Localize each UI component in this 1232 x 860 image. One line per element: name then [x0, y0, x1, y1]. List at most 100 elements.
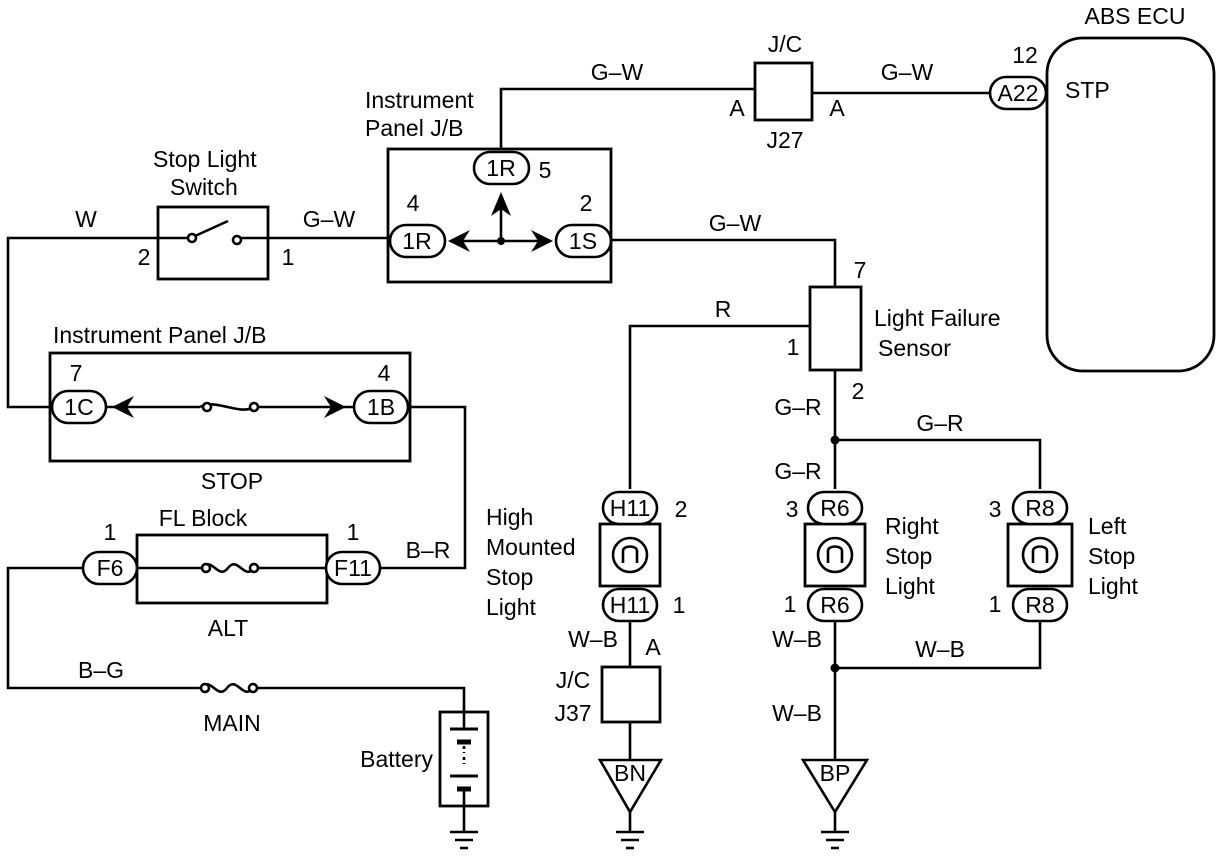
arrow-left-icon: [112, 396, 134, 418]
alt-fuse-label: ALT: [208, 615, 248, 641]
ipjb-top-title-2: Panel J/B: [365, 115, 463, 141]
wire-r-lfs-hmsl: [628, 324, 810, 489]
wire-label-br: B–R: [406, 537, 451, 563]
hmsl-pin-top: 2: [675, 496, 688, 522]
wire-label-wb-right: W–B: [772, 626, 822, 652]
fl-block-title: FL Block: [159, 505, 248, 531]
hmsl-label-1: High: [486, 504, 533, 530]
wire-label-gr-branch: G–R: [916, 410, 963, 436]
rsl-label-2: Stop: [885, 543, 932, 569]
ground-icon: [616, 830, 644, 850]
ipjb-bottom-pin-right: 4: [378, 360, 391, 386]
wire-labels: G–W G–W W G–W G–W R G–R G–R G–R B–R B–G …: [75, 59, 965, 726]
hmsl-pin-bottom: 1: [673, 592, 686, 618]
wire-f6-bg: [6, 566, 201, 690]
ipjb-bottom-pin-left: 7: [70, 360, 83, 386]
lsl-label-1: Left: [1088, 513, 1127, 539]
wire-w-switch: [6, 236, 158, 409]
lfs-title-2: Sensor: [878, 335, 951, 361]
j37-id: J37: [554, 700, 591, 726]
ipjb-top-conn-top: 1R: [486, 155, 515, 181]
main-fusible-link: MAIN: [199, 682, 261, 736]
switch-title-1: Stop Light: [153, 146, 257, 172]
wire-label-wb-ground: W–B: [772, 700, 822, 726]
ground-bn: BN: [597, 758, 664, 850]
ipjb-bottom-conn-right: 1B: [367, 394, 395, 420]
lfs-pin-top: 7: [854, 257, 867, 283]
arrow-right-icon: [531, 230, 553, 252]
wire-label-wb-hmsl: W–B: [568, 626, 618, 652]
j27-pin-right: A: [829, 95, 845, 121]
rsl-conn-bottom: R6: [820, 592, 849, 618]
j27-title: J/C: [768, 31, 803, 57]
right-stop-light: R6 3 R6 1 Right Stop Light: [784, 490, 939, 623]
fl-pin-right: 1: [347, 519, 360, 545]
battery-label: Battery: [360, 746, 433, 772]
fl-block: FL Block F6 1 F11 1 ALT: [81, 505, 382, 641]
wire-label-wb-branch: W–B: [915, 636, 965, 662]
hmsl-label-3: Stop: [486, 564, 533, 590]
abs-ecu-connector: A22: [998, 80, 1039, 106]
ipjb-top-conn-left: 1R: [402, 228, 431, 254]
switch-pin-left: 2: [138, 244, 151, 270]
junction-connector-j27: J/C A A J27: [729, 31, 845, 153]
wire-label-gr-out: G–R: [774, 394, 821, 420]
j27-pin-left: A: [729, 95, 745, 121]
ground-icon: [821, 830, 849, 850]
hmsl-label-2: Mounted: [486, 534, 576, 560]
ground-icon: [450, 830, 478, 850]
instrument-panel-jb-top: Instrument Panel J/B 1R 5 1R 4 1S 2: [365, 87, 613, 284]
battery: Battery: [360, 710, 490, 808]
left-stop-light: R8 3 R8 1 Left Stop Light: [989, 490, 1138, 623]
lsl-conn-top: R8: [1025, 495, 1054, 521]
wire-bg-battery: [257, 686, 466, 712]
lsl-pin-top: 3: [989, 496, 1002, 522]
splice-gr: [830, 435, 840, 445]
j37-pin: A: [645, 634, 661, 660]
fl-pin-left: 1: [104, 519, 117, 545]
lfs-pin-bottom: 2: [852, 378, 865, 404]
lsl-pin-bottom: 1: [989, 591, 1002, 617]
arrow-right-icon: [324, 396, 346, 418]
hmsl-conn-top: H11: [610, 495, 651, 521]
hmsl-conn-bottom: H11: [610, 592, 651, 618]
stop-light-switch: Stop Light Switch 2 1: [138, 146, 295, 281]
wire-label-gw-switch: G–W: [303, 206, 356, 232]
switch-pin-right: 1: [282, 244, 295, 270]
wire-label-w: W: [75, 206, 97, 232]
arrow-up-icon: [491, 192, 511, 216]
lsl-label-2: Stop: [1088, 543, 1135, 569]
instrument-panel-jb-bottom: Instrument Panel J/B 1C 7 1B 4 STOP: [48, 322, 412, 494]
wire-label-gw-lfs: G–W: [709, 210, 762, 236]
lsl-label-3: Light: [1088, 573, 1138, 599]
ipjb-top-pin-right: 2: [580, 190, 593, 216]
wire-gw-jb-lfs: [611, 238, 837, 287]
abs-ecu-terminal: STP: [1065, 77, 1110, 103]
j27-id: J27: [766, 127, 803, 153]
lsl-conn-bottom: R8: [1025, 592, 1054, 618]
abs-ecu-pin: 12: [1012, 42, 1038, 68]
stop-fuse-label: STOP: [201, 468, 263, 494]
j37-title: J/C: [556, 667, 591, 693]
fl-conn-left: F6: [97, 555, 124, 581]
wire-label-gr-rsl: G–R: [774, 458, 821, 484]
wire-gr-branch-left: [835, 438, 1042, 489]
ipjb-top-conn-right: 1S: [569, 228, 597, 254]
abs-ecu: ABS ECU 12 A22 STP: [988, 3, 1216, 373]
switch-title-2: Switch: [170, 174, 238, 200]
rsl-label-3: Light: [885, 573, 935, 599]
lfs-title-1: Light Failure: [874, 305, 1001, 331]
rsl-pin-bottom: 1: [784, 591, 797, 617]
arrow-left-icon: [448, 230, 470, 252]
abs-ecu-title: ABS ECU: [1085, 3, 1186, 29]
wires: [6, 87, 1042, 832]
ipjb-top-pin-top: 5: [539, 157, 552, 183]
ipjb-top-title-1: Instrument: [365, 87, 474, 113]
junction-connector-j37: A J/C J37: [554, 634, 662, 726]
high-mounted-stop-light: H11 2 H11 1 High Mounted Stop Light: [486, 490, 688, 623]
wire-label-bg: B–G: [78, 657, 124, 683]
hmsl-label-4: Light: [486, 594, 536, 620]
ipjb-bottom-conn-left: 1C: [64, 394, 93, 420]
wire-label-gw-jb-jc: G–W: [591, 59, 644, 85]
